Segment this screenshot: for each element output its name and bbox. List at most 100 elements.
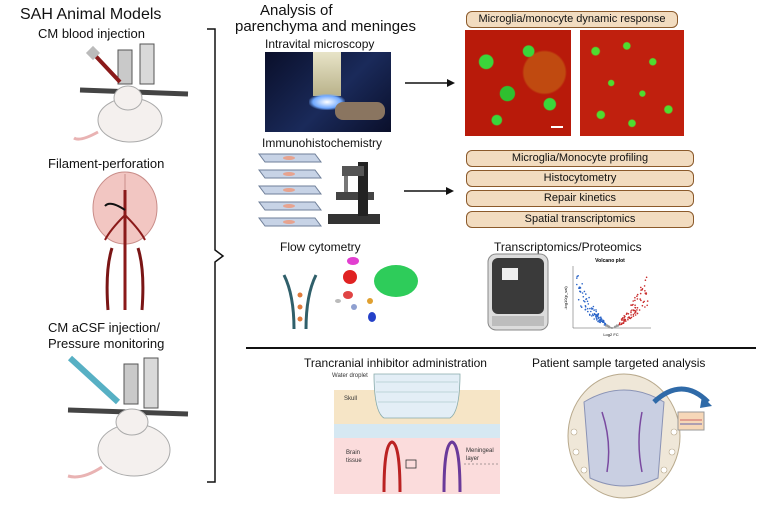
volcano-point	[600, 319, 602, 322]
volcano-point	[632, 313, 635, 316]
volcano-point	[643, 300, 645, 303]
volcano-point	[643, 285, 646, 287]
volcano-point	[593, 312, 596, 315]
volcano-point	[627, 318, 629, 321]
volcano-point	[592, 305, 595, 308]
volcano-point	[607, 325, 609, 328]
volcano-point	[633, 309, 635, 312]
volcano-point	[634, 299, 636, 302]
volcano-point	[583, 290, 586, 293]
volcano-point	[582, 295, 585, 298]
brain-tissue-label-line2: tissue	[346, 458, 362, 464]
volcano-point	[640, 299, 642, 302]
volcano-point	[640, 286, 642, 289]
volcano-point	[587, 310, 589, 313]
volcano-point	[636, 293, 639, 296]
volcano-point	[593, 309, 595, 311]
volcano-point	[591, 315, 593, 317]
brain-tissue-label-line1: Brain	[346, 450, 361, 456]
volcano-point	[644, 306, 646, 308]
volcano-point	[581, 283, 583, 285]
volcano-point	[596, 318, 598, 320]
volcano-plot: Volcano plot Log2 FC -log10(p_val)	[563, 258, 651, 337]
grouping-brace	[207, 28, 225, 483]
volcano-point	[619, 322, 621, 324]
volcano-point	[601, 320, 603, 322]
volcano-point	[636, 298, 639, 300]
volcano-point	[600, 316, 602, 318]
volcano-point	[634, 306, 636, 309]
skull-label: Skull	[344, 396, 358, 402]
volcano-point	[631, 304, 633, 306]
volcano-point	[597, 320, 599, 323]
arrow-intravital	[405, 79, 455, 87]
volcano-point	[617, 324, 619, 327]
meningeal-label-line1: Meningeal	[466, 448, 494, 454]
pill-histocytometry: Histocytometry	[466, 170, 694, 187]
volcano-point	[579, 287, 582, 289]
volcano-point	[645, 276, 648, 279]
section-divider	[246, 347, 756, 349]
volcano-point	[621, 317, 624, 320]
volcano-point	[580, 306, 583, 308]
volcano-point	[579, 290, 581, 293]
volcano-point	[595, 315, 597, 318]
volcano-point	[611, 327, 613, 329]
volcano-point	[626, 312, 628, 314]
volcano-point	[628, 316, 630, 318]
transcranial-diagram: Water droplet Skull Brain tissue Meninge…	[332, 372, 500, 494]
volcano-point	[596, 314, 599, 316]
volcano-point	[597, 317, 600, 319]
volcano-point	[621, 319, 623, 321]
intravital-microscopy-label: Intravital microscopy	[265, 37, 375, 51]
inhibitor-title: Trancranial inhibitor administration	[304, 356, 487, 370]
volcano-point	[615, 324, 618, 326]
volcano-point	[630, 310, 632, 312]
volcano-point	[639, 292, 642, 295]
analysis-heading-line2: parenchyma and meninges	[235, 18, 416, 35]
volcano-point	[620, 323, 623, 325]
volcano-point	[588, 296, 590, 299]
sequencer-illustration	[487, 253, 549, 331]
filament-perforation-label: Filament-perforation	[48, 156, 165, 171]
volcano-point	[644, 279, 647, 281]
confocal-image-1	[465, 30, 571, 136]
volcano-point	[577, 298, 580, 301]
volcano-point	[592, 314, 595, 317]
volcano-point	[580, 305, 582, 307]
volcano-point	[632, 300, 634, 302]
pill-profiling: Microglia/Monocyte profiling	[466, 150, 694, 167]
volcano-point	[595, 310, 597, 313]
volcano-point	[636, 295, 638, 297]
volcano-point	[619, 323, 621, 326]
volcano-point	[630, 311, 632, 314]
confocal-image-2	[580, 30, 684, 136]
volcano-point	[584, 306, 587, 308]
water-droplet-label: Water droplet	[332, 373, 368, 379]
volcano-point	[646, 300, 649, 302]
volcano-point	[578, 287, 580, 289]
volcano-title: Volcano plot	[595, 258, 625, 264]
volcano-point	[646, 304, 648, 307]
patient-skull-illustration	[567, 373, 712, 499]
volcano-point	[634, 312, 636, 314]
volcano-point	[599, 321, 601, 324]
volcano-xlabel: Log2 FC	[603, 332, 618, 337]
microscope-illustration	[328, 162, 380, 224]
volcano-point	[596, 315, 599, 318]
volcano-point	[628, 317, 631, 319]
flow-cytometry-label: Flow cytometry	[280, 240, 361, 254]
volcano-point	[595, 313, 597, 316]
volcano-point	[636, 312, 639, 315]
volcano-point	[590, 310, 592, 313]
analysis-heading-line1: Analysis of	[260, 2, 333, 19]
volcano-point	[623, 319, 626, 322]
ihc-label: Immunohistochemistry	[262, 136, 383, 150]
volcano-point	[640, 289, 642, 291]
volcano-point	[593, 318, 595, 320]
volcano-point	[605, 324, 607, 327]
volcano-point	[586, 300, 589, 303]
volcano-point	[636, 309, 638, 311]
volcano-point	[634, 314, 637, 316]
volcano-point	[595, 309, 597, 311]
